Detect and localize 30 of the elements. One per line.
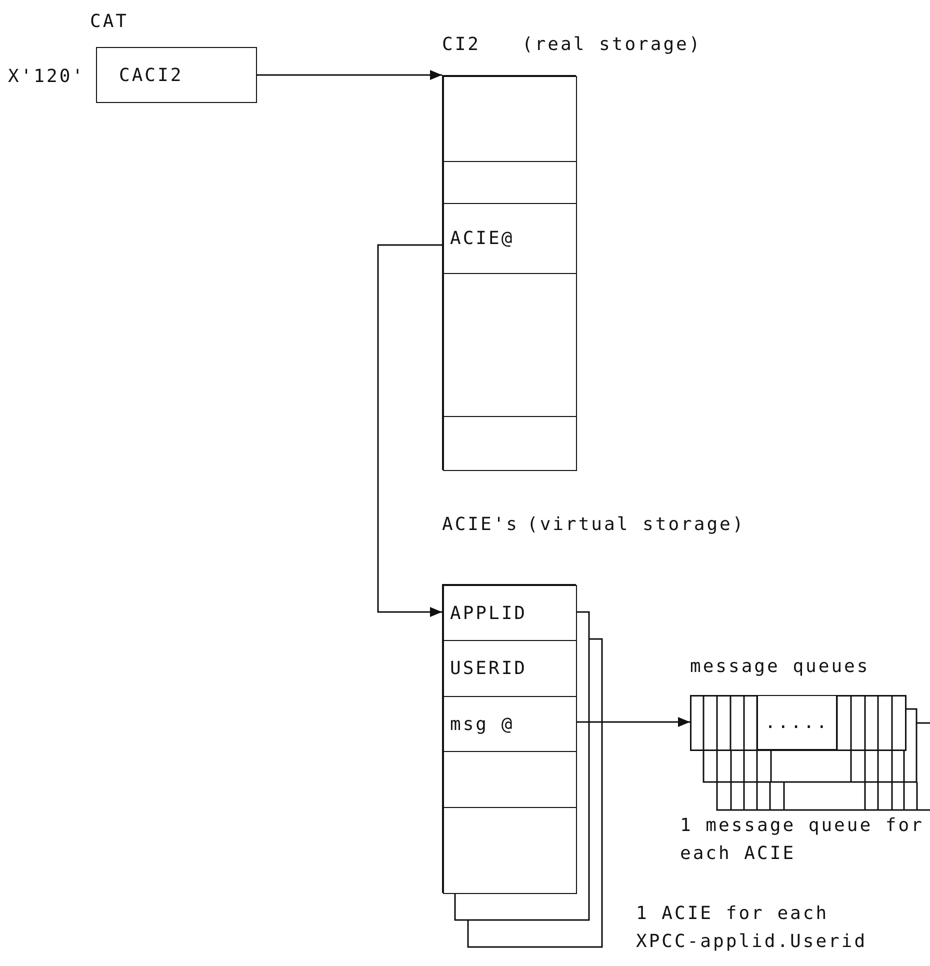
storage-field (443, 696, 577, 752)
queue-entry (757, 695, 837, 750)
field-label: USERID (450, 658, 528, 679)
block-subtitle: (virtual storage) (527, 514, 746, 535)
storage-field (443, 585, 577, 641)
ellipsis-text: ..... (764, 712, 830, 733)
storage-field (443, 76, 577, 162)
field-label: APPLID (450, 602, 528, 624)
field-label: CACI2 (119, 64, 184, 86)
storage-field (443, 640, 577, 697)
storage-field (443, 416, 577, 471)
offset-label: X'120' (8, 65, 86, 89)
field-label: ACIE@ (450, 228, 514, 249)
block-title: ACIE's (442, 514, 520, 535)
block-subtitle: (real storage) (522, 34, 702, 55)
note-text: 1 message queue for each ACIE (680, 814, 925, 866)
storage-field (443, 273, 577, 417)
note-text: 1 ACIE for each XPCC-applid.Userid (636, 902, 868, 954)
block-name: CAT (90, 10, 129, 34)
block-title: CI2 (442, 34, 481, 55)
storage-field (443, 203, 577, 274)
queue-title: message queues (690, 656, 870, 677)
storage-field (443, 161, 577, 204)
field-label: msg @ (450, 714, 514, 734)
arrow (257, 70, 442, 80)
arrow (576, 717, 690, 727)
record-box (96, 47, 257, 103)
storage-field (443, 751, 577, 808)
arrow (377, 244, 442, 617)
storage-field (443, 807, 577, 894)
